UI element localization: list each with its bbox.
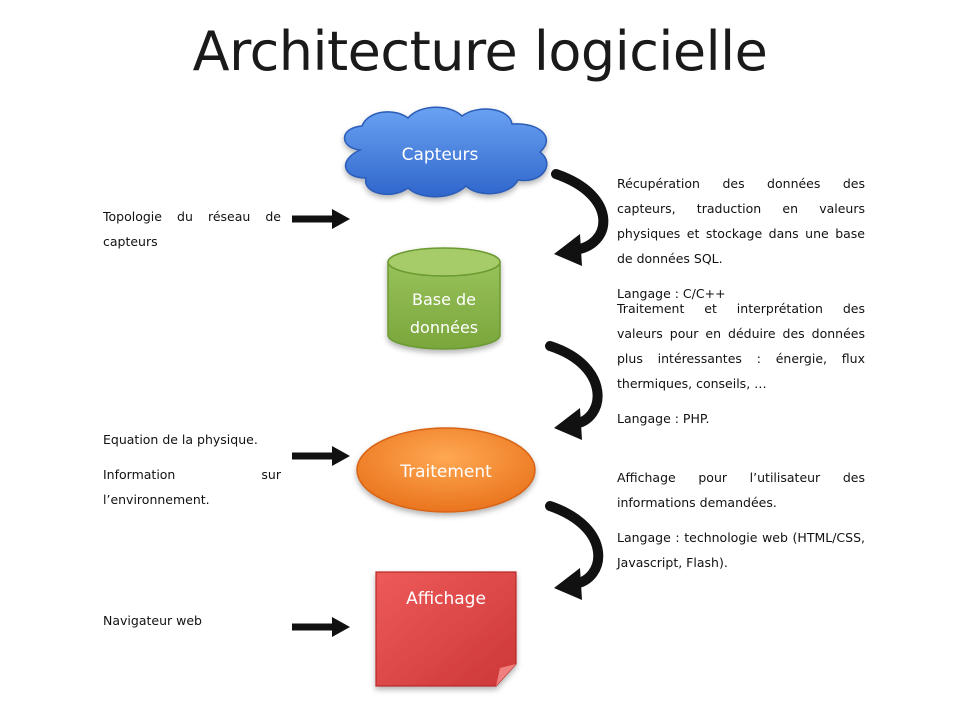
step3-description: Affichage pour l’utilisateur des informa… xyxy=(617,470,865,510)
affichage-note xyxy=(375,571,517,687)
database-cylinder xyxy=(387,247,501,350)
step2-language: Langage : PHP. xyxy=(617,411,710,426)
equation-text: Equation de la physique. xyxy=(103,432,258,447)
curved-arrow-2 xyxy=(545,341,603,440)
curved-arrow-1 xyxy=(551,169,609,266)
note-navigateur: Navigateur web xyxy=(103,608,281,633)
step1-language: Langage : C/C++ xyxy=(617,286,726,301)
capteurs-label: Capteurs xyxy=(402,145,479,165)
step1-description: Récupération des données des capteurs, t… xyxy=(617,176,865,266)
database-label-line2: données xyxy=(410,318,478,337)
straight-arrow-physique xyxy=(292,446,350,466)
information-text: Information sur l’environnement. xyxy=(103,467,281,507)
step2-description: Traitement et interprétation des valeurs… xyxy=(617,301,865,391)
database-label-line1: Base de xyxy=(412,290,476,309)
traitement-label: Traitement xyxy=(399,462,492,482)
step3-language: Langage : technologie web (HTML/CSS, Jav… xyxy=(617,530,865,570)
note-step3: Affichage pour l’utilisateur des informa… xyxy=(617,465,865,575)
note-step1: Récupération des données des capteurs, t… xyxy=(617,171,865,306)
straight-arrow-navigateur xyxy=(292,617,350,637)
straight-arrow-topologie xyxy=(292,209,350,229)
curved-arrow-3 xyxy=(545,501,604,600)
capteurs-cloud xyxy=(343,106,548,198)
note-step2: Traitement et interprétation des valeurs… xyxy=(617,296,865,431)
note-physique: Equation de la physique. Information sur… xyxy=(103,427,281,512)
affichage-label: Affichage xyxy=(406,589,486,609)
note-topologie: Topologie du réseau de capteurs xyxy=(103,204,281,254)
topologie-text: Topologie du réseau de capteurs xyxy=(103,209,281,249)
page-title: Architecture logicielle xyxy=(192,20,768,83)
navigateur-text: Navigateur web xyxy=(103,613,202,628)
traitement-oval xyxy=(356,427,536,513)
